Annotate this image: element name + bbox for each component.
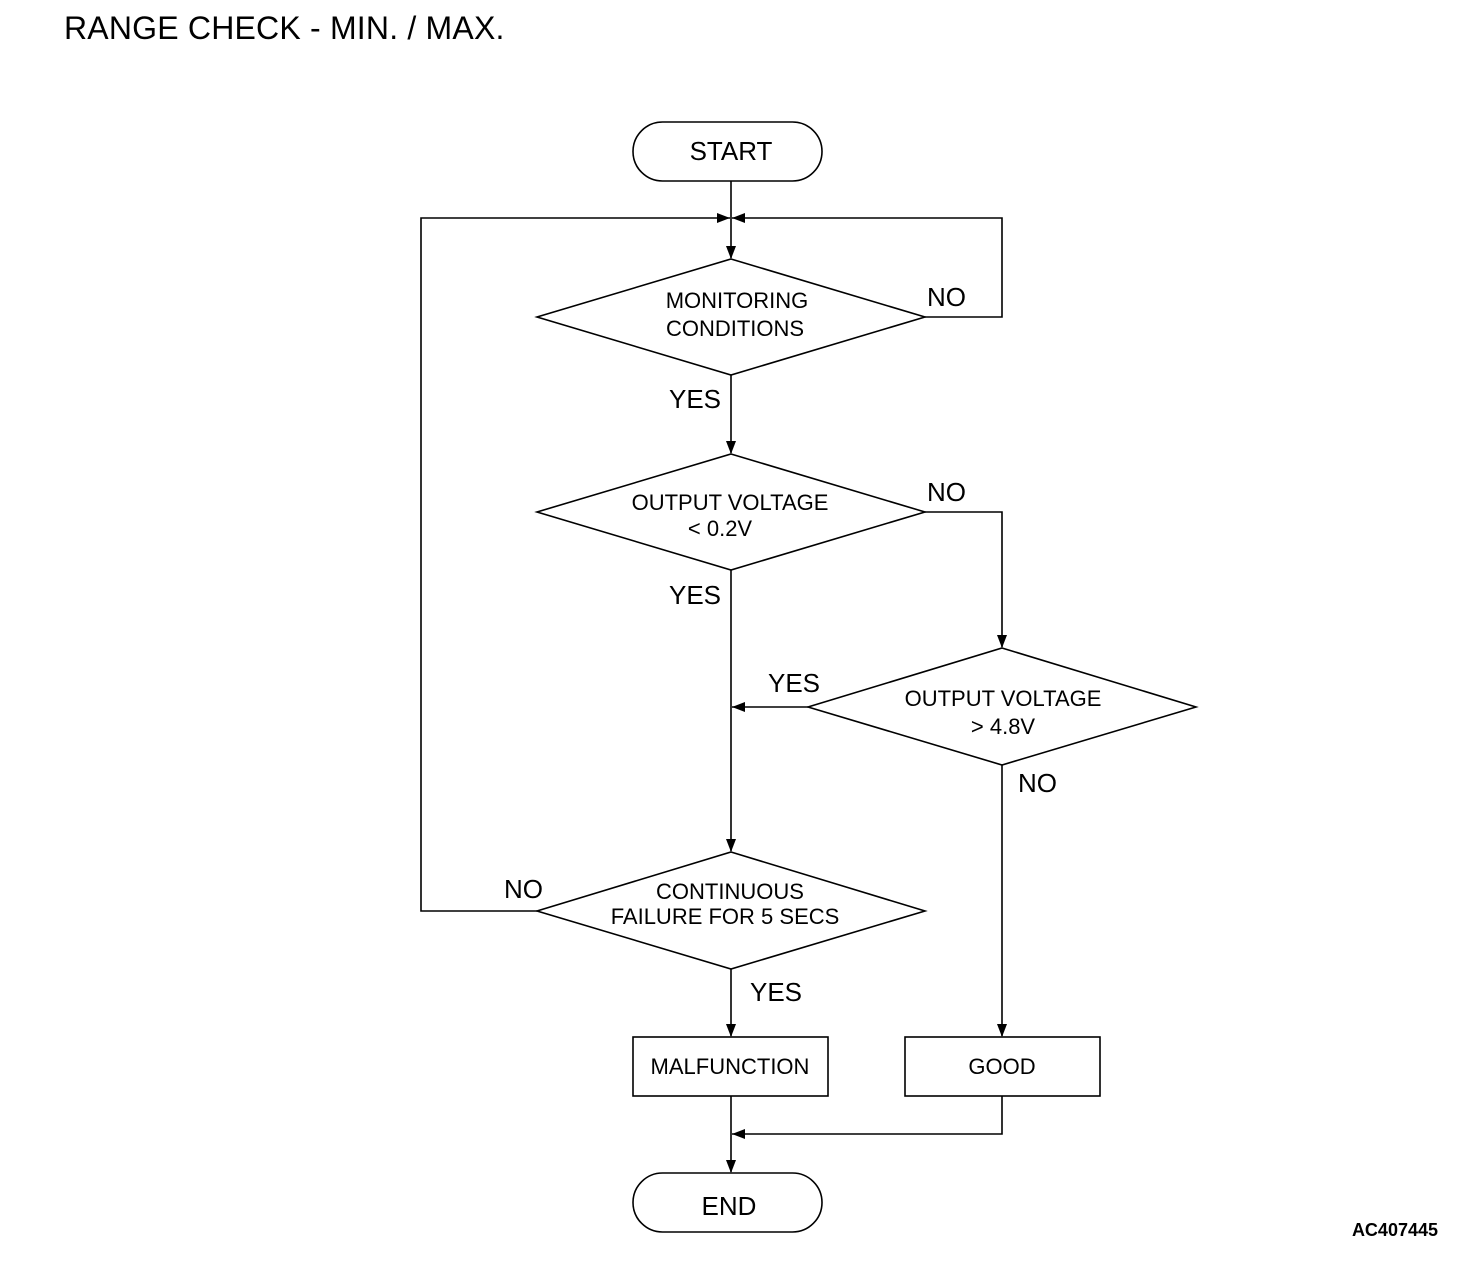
arrow-into-end	[726, 1160, 736, 1173]
node-low-voltage: OUTPUT VOLTAGE < 0.2V	[534, 453, 928, 571]
arrow-into-low-voltage	[726, 441, 736, 454]
node-monitoring-conditions: MONITORING CONDITIONS	[534, 258, 928, 376]
terminator-end	[632, 1172, 823, 1233]
terminator-start	[632, 121, 823, 182]
arrow-continuous-no-loop	[717, 213, 730, 223]
page-title: RANGE CHECK - MIN. / MAX.	[64, 10, 505, 46]
label-low-no: NO	[927, 477, 966, 507]
arrow-into-good	[997, 1024, 1007, 1037]
connector-monitoring-no-loop	[732, 217, 1003, 318]
node-start: START	[632, 121, 823, 182]
node-end-label: END	[702, 1191, 757, 1221]
arrow-good-to-end	[732, 1129, 745, 1139]
node-high-voltage-line1: OUTPUT VOLTAGE	[905, 686, 1102, 711]
node-start-label: START	[690, 136, 773, 166]
decision-monitoring	[534, 258, 928, 376]
node-good: GOOD	[904, 1036, 1101, 1097]
node-low-voltage-line1: OUTPUT VOLTAGE	[632, 490, 829, 515]
connector-good-to-end	[732, 1096, 1003, 1135]
node-end: END	[632, 1172, 823, 1233]
node-continuous-line2: FAILURE FOR 5 SECS	[611, 904, 840, 929]
process-good	[904, 1036, 1101, 1097]
node-continuous-line1: CONTINUOUS	[656, 879, 804, 904]
node-good-label: GOOD	[968, 1054, 1035, 1079]
decision-continuous	[534, 851, 928, 970]
connector-low-no	[925, 511, 1003, 647]
arrow-into-malfunction	[726, 1024, 736, 1037]
connectors	[420, 181, 1007, 1173]
decision-high-voltage	[805, 647, 1199, 766]
label-monitoring-yes: YES	[669, 384, 721, 414]
figure-code: AC407445	[1351, 1220, 1438, 1240]
label-continuous-yes: YES	[750, 977, 802, 1007]
node-malfunction-label: MALFUNCTION	[651, 1054, 810, 1079]
arrow-monitoring-no-loop	[732, 213, 745, 223]
node-low-voltage-line2: < 0.2V	[688, 516, 753, 541]
arrow-high-yes	[732, 702, 745, 712]
node-monitoring-line2: CONDITIONS	[666, 316, 804, 341]
label-monitoring-no: NO	[927, 282, 966, 312]
connector-continuous-no-loop	[420, 217, 730, 912]
label-low-yes: YES	[669, 580, 721, 610]
label-high-no: NO	[1018, 768, 1057, 798]
arrow-into-monitoring	[726, 246, 736, 259]
node-malfunction: MALFUNCTION	[632, 1036, 829, 1097]
arrow-into-high-voltage	[997, 635, 1007, 648]
arrow-into-continuous	[726, 839, 736, 852]
node-monitoring-line1: MONITORING	[666, 288, 809, 313]
edge-labels: NO YES NO YES YES NO NO YES	[504, 282, 1057, 1007]
decision-low-voltage	[534, 453, 928, 571]
process-malfunction	[632, 1036, 829, 1097]
label-continuous-no: NO	[504, 874, 543, 904]
node-high-voltage-line2: > 4.8V	[971, 714, 1036, 739]
label-high-yes: YES	[768, 668, 820, 698]
node-high-voltage: OUTPUT VOLTAGE > 4.8V	[805, 647, 1199, 766]
node-continuous-failure: CONTINUOUS FAILURE FOR 5 SECS	[534, 851, 928, 970]
